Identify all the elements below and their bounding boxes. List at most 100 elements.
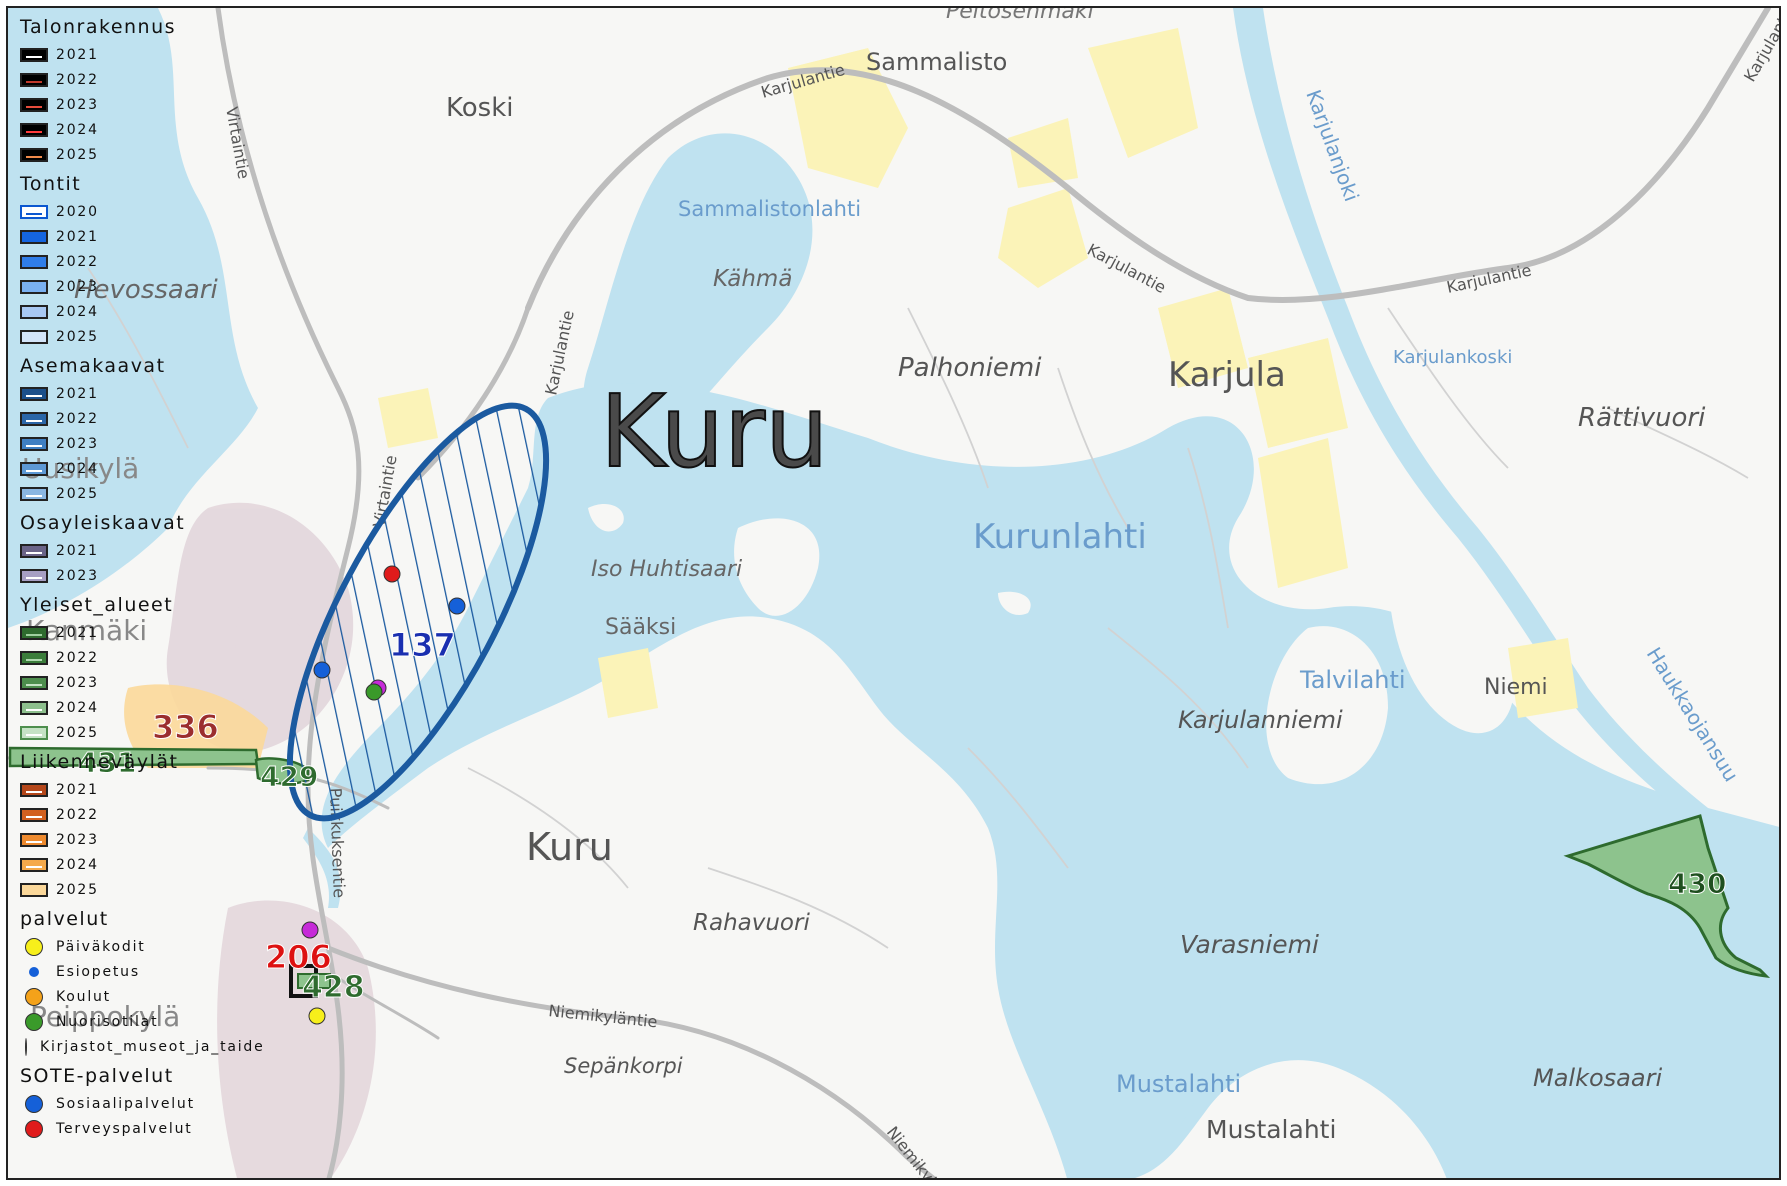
- field-10: [378, 388, 438, 448]
- field-8: [598, 648, 658, 718]
- legend-swatch-line: [26, 262, 42, 265]
- area-336-shape[interactable]: [124, 684, 268, 768]
- service-kirjasto-2: [301, 921, 319, 939]
- legend-swatch-line: [26, 212, 42, 215]
- area-label-336: 336: [152, 708, 219, 746]
- legend-swatch: [20, 411, 48, 426]
- legend-swatch: [20, 97, 48, 112]
- legend-dot-icon: [25, 1094, 43, 1113]
- legend-row[interactable]: 2022: [20, 406, 252, 431]
- label-rahavuori: Rahavuori: [693, 910, 810, 936]
- legend-row[interactable]: 2022: [20, 249, 252, 274]
- road-karjulantie-main: [525, 8, 1771, 311]
- map-canvas[interactable]: Peltosenmäki Sammalisto Koski Sammalisto…: [8, 8, 1781, 1180]
- legend-swatch: [20, 436, 48, 451]
- legend-row[interactable]: 2025: [20, 142, 252, 167]
- legend-row[interactable]: 2023: [20, 563, 252, 588]
- area-206-shape[interactable]: [289, 964, 318, 998]
- legend-swatch-line: [26, 312, 42, 315]
- legend-swatch: [20, 229, 48, 244]
- minor-road-3: [1107, 627, 1249, 769]
- legend-row[interactable]: 2021: [20, 224, 252, 249]
- area-137-shape: [286, 402, 550, 822]
- legend-swatch: [20, 832, 48, 847]
- legend-row-label: Nuorisotilat: [56, 1013, 159, 1030]
- legend-swatch-line: [26, 337, 42, 340]
- legend-swatch: [20, 122, 48, 137]
- legend-swatch: [20, 329, 48, 344]
- area-label-431: 431: [78, 746, 136, 779]
- urban-peippokyla: [217, 900, 376, 1178]
- legend-row-label: 2021: [56, 228, 99, 245]
- legend-row-label: Esiopetus: [56, 963, 140, 980]
- legend-row-label: 2022: [56, 806, 99, 823]
- legend-row[interactable]: 2025: [20, 481, 252, 506]
- legend-row[interactable]: Esiopetus: [20, 959, 252, 984]
- field-3: [1088, 28, 1198, 158]
- legend-row[interactable]: 2023: [20, 431, 252, 456]
- legend-swatch: [20, 47, 48, 62]
- legend-swatch-line: [26, 576, 42, 579]
- legend-row[interactable]: 2020: [20, 199, 252, 224]
- area-430-shape[interactable]: [1563, 814, 1771, 978]
- legend-row[interactable]: 2024: [20, 117, 252, 142]
- legend-swatch-line: [26, 155, 42, 158]
- legend-row[interactable]: 2024: [20, 695, 252, 720]
- legend-row[interactable]: 2021: [20, 538, 252, 563]
- legend-swatch-line: [26, 865, 42, 868]
- legend-swatch-line: [26, 840, 42, 843]
- field-7: [1508, 638, 1578, 718]
- legend-row-label: Terveyspalvelut: [56, 1120, 193, 1137]
- legend-row-label: 2023: [56, 567, 99, 584]
- legend-dot-icon: [25, 1119, 43, 1138]
- legend-row[interactable]: Sosiaalipalvelut: [20, 1091, 252, 1116]
- legend-row[interactable]: 2025: [20, 877, 252, 902]
- legend-row[interactable]: Kirjastot_museot_ja_taide: [20, 1034, 263, 1059]
- legend-row-label: 2020: [56, 203, 99, 220]
- area-137[interactable]: [241, 372, 595, 851]
- legend-row[interactable]: Koulut: [20, 984, 252, 1009]
- legend-swatch: [20, 857, 48, 872]
- legend-row-label: 2025: [56, 146, 99, 163]
- label-peippokyla: Peippokylä: [30, 1000, 180, 1033]
- label-kurunlahti: Kurunlahti: [973, 517, 1147, 557]
- legend-swatch: [20, 782, 48, 797]
- legend-row-label: 2022: [56, 71, 99, 88]
- legend-row[interactable]: 2023: [20, 92, 252, 117]
- legend-row[interactable]: 2025: [20, 720, 252, 745]
- legend-row[interactable]: 2023: [20, 670, 252, 695]
- islands: [588, 503, 1515, 785]
- legend-row[interactable]: 2022: [20, 67, 252, 92]
- legend-row[interactable]: 2021: [20, 381, 252, 406]
- legend-row[interactable]: 2024: [20, 852, 252, 877]
- legend-row[interactable]: Nuorisotilat: [20, 1009, 252, 1034]
- niemi-peninsula: [1388, 562, 1515, 734]
- legend-row-label: 2021: [56, 385, 99, 402]
- road-niemikylantie: [325, 945, 938, 1178]
- field-2: [998, 188, 1088, 288]
- area-number-labels: 137 336 431 429 206 428 430: [78, 626, 1727, 1006]
- label-karjula: Karjula: [1168, 355, 1286, 395]
- legend-row[interactable]: 2024: [20, 299, 252, 324]
- area-label-429: 429: [260, 760, 318, 793]
- legend-row[interactable]: 2021: [20, 777, 252, 802]
- legend-row[interactable]: 2025: [20, 324, 252, 349]
- legend-row[interactable]: 2024: [20, 456, 252, 481]
- legend-row[interactable]: Päiväkodit: [20, 934, 252, 959]
- legend-dot-icon: [25, 1012, 43, 1031]
- west-lake: [8, 8, 258, 628]
- label-palhoniemi: Palhoniemi: [898, 353, 1042, 383]
- legend-row[interactable]: Terveyspalvelut: [20, 1116, 252, 1141]
- legend-row-label: 2025: [56, 328, 99, 345]
- area-428-shape[interactable]: [297, 973, 331, 989]
- legend-row[interactable]: 2021: [20, 42, 252, 67]
- legend-row[interactable]: 2022: [20, 802, 252, 827]
- legend-swatch: [20, 700, 48, 715]
- area-label-428: 428: [302, 970, 365, 1005]
- legend-row[interactable]: 2021: [20, 620, 252, 645]
- legend-row-label: 2024: [56, 460, 99, 477]
- legend-row[interactable]: 2022: [20, 645, 252, 670]
- legend-swatch-line: [26, 444, 42, 447]
- legend-row[interactable]: 2023: [20, 274, 252, 299]
- legend-row[interactable]: 2023: [20, 827, 252, 852]
